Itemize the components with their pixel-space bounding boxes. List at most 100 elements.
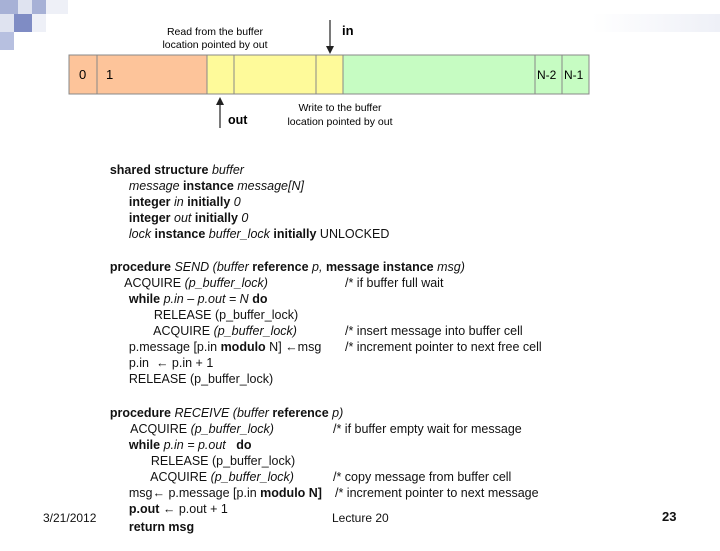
in-pointer-label: in — [342, 23, 354, 38]
txt: p.message [p.in — [164, 486, 261, 500]
receive-comment-copy: /* copy message from buffer cell — [333, 470, 512, 484]
id: msg) — [437, 260, 465, 274]
page-number: 23 — [662, 509, 677, 524]
txt: ACQUIRE — [150, 470, 211, 484]
kw: reference — [252, 260, 313, 274]
kw: instance — [179, 179, 238, 193]
txt: msg — [128, 486, 153, 500]
out-pointer-label: out — [228, 113, 248, 127]
txt: p.out + 1 — [175, 502, 228, 516]
buffer-cell-2 — [206, 54, 235, 95]
send-release-line: RELEASE (p_buffer_lock) — [133, 291, 298, 339]
send-increment-line: p.in ← p.in + 1 — [108, 339, 213, 387]
receive-increment-line: p.out ← p.out + 1 — [108, 485, 228, 533]
left-arrow-icon: ← — [152, 486, 165, 500]
buffer-cell-4 — [315, 54, 344, 95]
footer-title: Lecture 20 — [332, 511, 389, 525]
id: SEND (buffer — [174, 260, 253, 274]
shared-structure-line: shared structure buffer — [89, 146, 244, 194]
id: in — [174, 195, 184, 209]
txt: p.message [p.in — [128, 340, 221, 354]
txt: msg — [297, 340, 322, 354]
txt: ACQUIRE — [124, 276, 185, 290]
buffer-cell-1 — [96, 54, 208, 95]
txt: RELEASE (p_buffer_lock) — [153, 308, 299, 322]
send-comment-full: /* if buffer full wait — [345, 276, 444, 290]
shared-message-line: message instance message[N] — [108, 162, 304, 210]
receive-copy-line: msg← p.message [p.in modulo N] — [108, 469, 322, 517]
send-while-line: while p.in – p.out = N do — [108, 275, 268, 323]
id: 0 — [233, 195, 241, 209]
kw: initially — [191, 211, 242, 225]
shared-out-line: integer out initially 0 — [108, 194, 249, 242]
txt: N] — [265, 340, 286, 354]
receive-reacquire-line: ACQUIRE (p_buffer_lock) — [130, 453, 294, 501]
id: message — [128, 179, 180, 193]
id: (p_buffer_lock) — [213, 324, 297, 338]
kw: procedure — [109, 260, 175, 274]
id: out — [174, 211, 192, 225]
receive-comment-empty: /* if buffer empty wait for message — [333, 422, 522, 436]
write-note-line1: Write to the buffer — [298, 102, 382, 114]
id: (p_buffer_lock) — [210, 470, 294, 484]
id: p.in = p.out — [163, 438, 230, 452]
txt: RELEASE (p_buffer_lock) — [150, 454, 296, 468]
write-note-line2: location pointed by out — [287, 116, 392, 128]
kw: shared structure — [109, 163, 212, 177]
id: RECEIVE (buffer — [174, 406, 273, 420]
kw: do — [229, 438, 252, 452]
send-final-release-line: RELEASE (p_buffer_lock) — [108, 355, 273, 403]
val: UNLOCKED — [319, 227, 390, 241]
receive-return-line: return msg — [108, 503, 194, 551]
id: (p_buffer_lock) — [184, 276, 268, 290]
buffer-cells — [68, 54, 590, 95]
id: lock — [128, 227, 152, 241]
left-arrow-icon: ← — [285, 340, 298, 354]
kw: while — [128, 292, 164, 306]
in-arrow-icon — [326, 20, 334, 54]
cell-label-n1: N-1 — [564, 68, 584, 82]
send-acquire-line: ACQUIRE (p_buffer_lock) — [104, 259, 268, 307]
receive-comment-increment: /* increment pointer to next message — [335, 486, 539, 500]
cell-label-1: 1 — [106, 67, 113, 82]
cell-label-n2: N-2 — [537, 68, 557, 82]
id: p.in – p.out = N — [163, 292, 253, 306]
txt: p.in + 1 — [168, 356, 214, 370]
kw: initially — [269, 227, 320, 241]
kw: integer — [128, 195, 174, 209]
receive-acquire-line: ACQUIRE (p_buffer_lock) — [110, 405, 274, 453]
out-arrow-icon — [216, 97, 224, 128]
id: buffer_lock — [208, 227, 270, 241]
buffer-cell-5 — [342, 54, 536, 95]
kw: initially — [183, 195, 234, 209]
send-reacquire-line: ACQUIRE (p_buffer_lock) — [133, 307, 297, 355]
kw: modulo N] — [260, 486, 322, 500]
kw: modulo — [220, 340, 266, 354]
kw: instance — [151, 227, 209, 241]
kw: do — [252, 292, 268, 306]
footer-date: 3/21/2012 — [43, 511, 97, 525]
buffer-cell-0 — [68, 54, 98, 95]
txt: ACQUIRE — [130, 422, 191, 436]
left-arrow-icon: ← — [155, 356, 169, 370]
txt: p.in — [128, 356, 156, 370]
kw: while — [128, 438, 164, 452]
send-header-line: procedure SEND (buffer reference p, mess… — [89, 243, 465, 291]
id: (p_buffer_lock) — [190, 422, 274, 436]
send-comment-insert: /* insert message into buffer cell — [345, 324, 523, 338]
shared-lock-line: lock instance buffer_lock initially UNLO… — [108, 210, 390, 258]
kw: return msg — [128, 520, 195, 534]
left-arrow-icon: ← — [162, 502, 176, 516]
txt: ACQUIRE — [153, 324, 214, 338]
txt: RELEASE (p_buffer_lock) — [128, 372, 274, 386]
send-comment-increment: /* increment pointer to next free cell — [345, 340, 542, 354]
kw: message instance — [325, 260, 438, 274]
shared-in-line: integer in initially 0 — [108, 178, 241, 226]
kw: reference — [272, 406, 333, 420]
buffer-cell-3 — [233, 54, 317, 95]
buffer-cell-7 — [561, 54, 590, 95]
id: p) — [332, 406, 344, 420]
receive-header-line: procedure RECEIVE (buffer reference p) — [89, 389, 343, 437]
id: message[N] — [237, 179, 304, 193]
kw: p.out — [128, 502, 163, 516]
